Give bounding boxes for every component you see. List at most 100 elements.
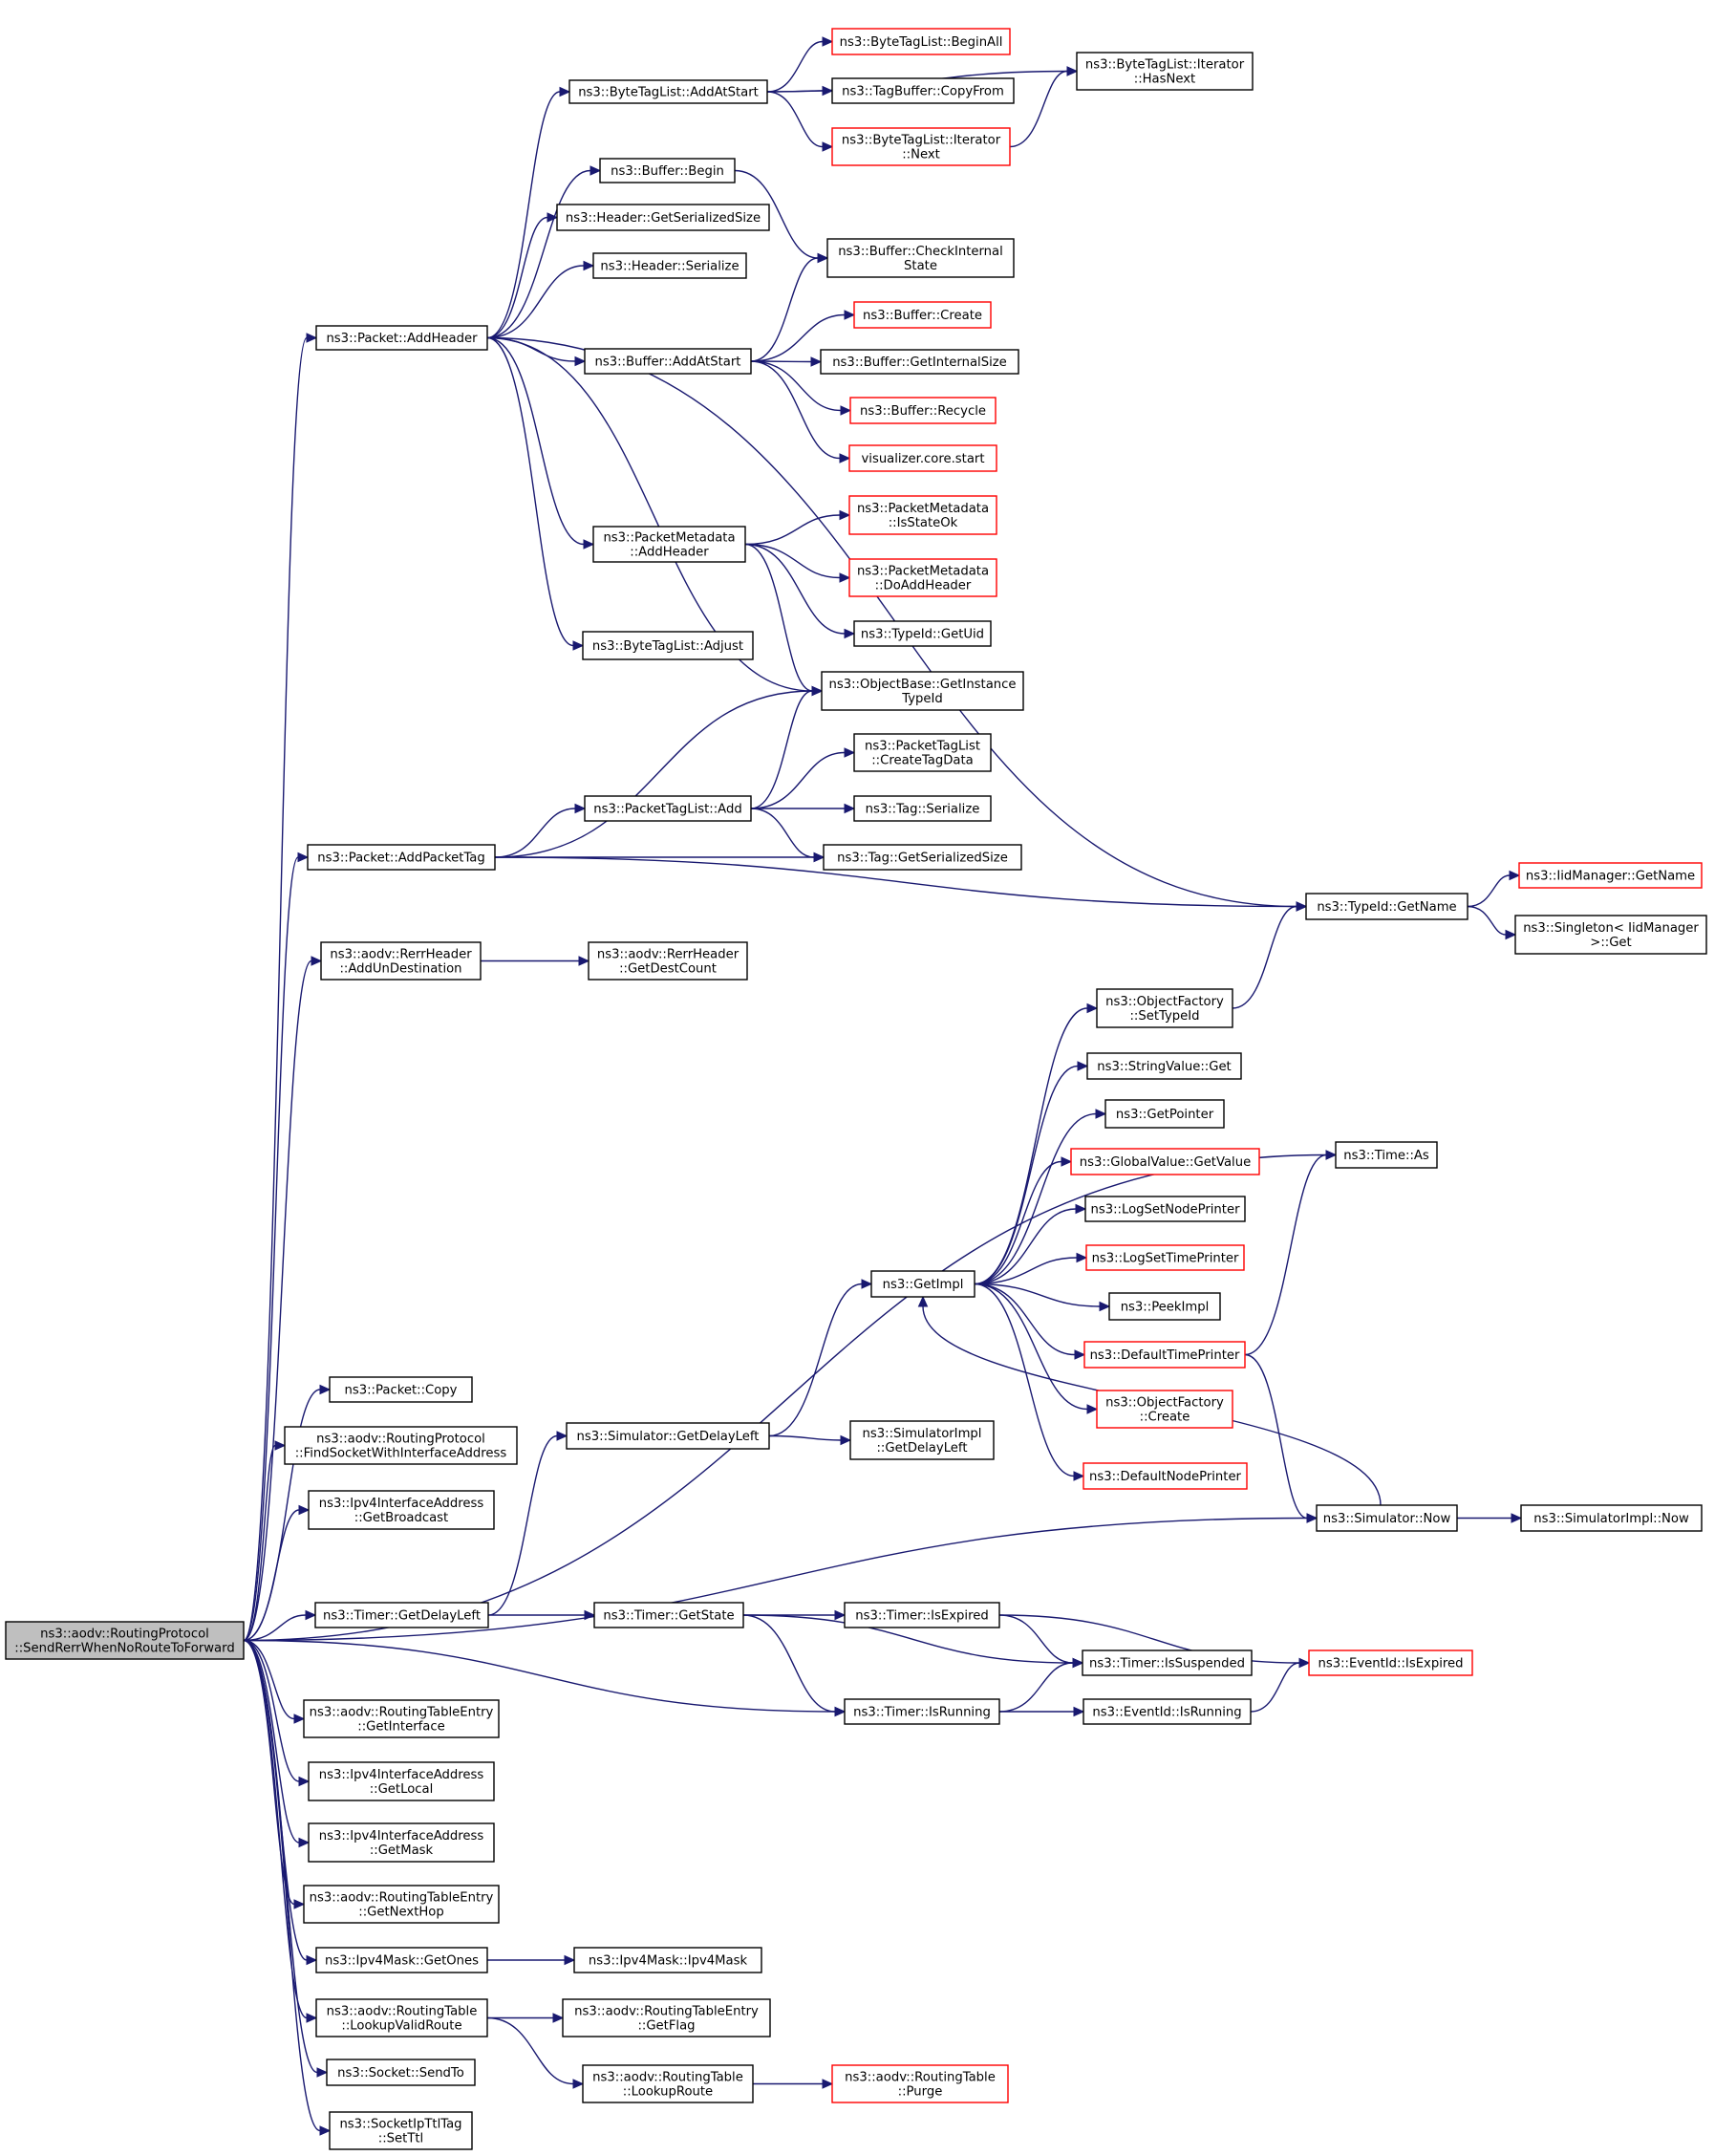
node-logSetNode[interactable]: ns3::LogSetNodePrinter [1084,1196,1246,1222]
node-bufGetInternalSize[interactable]: ns3::Buffer::GetInternalSize [820,349,1019,375]
node-hdrSerialize[interactable]: ns3::Header::Serialize [592,252,747,279]
node-timerIsSuspended[interactable]: ns3::Timer::IsSuspended [1082,1649,1253,1676]
node-singletonGet[interactable]: ns3::Singleton< IidManager>::Get [1514,915,1707,955]
arrowhead-bufAddAtStart-to-bufRecycle [840,405,852,416]
node-box [329,2111,473,2150]
node-logSetTime[interactable]: ns3::LogSetTimePrinter [1085,1244,1245,1271]
node-ofCreate[interactable]: ns3::ObjectFactory::Create [1096,1390,1233,1429]
node-rtPurge[interactable]: ns3::aodv::RoutingTable::Purge [831,2064,1009,2103]
node-label: visualizer.core.start [861,452,984,466]
node-timeAs[interactable]: ns3::Time::As [1335,1141,1438,1169]
node-maskGetOnes[interactable]: ns3::Ipv4Mask::GetOnes [315,1947,488,1973]
node-btlItNext[interactable]: ns3::ByteTagList::Iterator::Next [831,127,1011,166]
node-label: ns3::PacketMetadata [603,531,735,546]
node-ipv4GetLocal[interactable]: ns3::Ipv4InterfaceAddress::GetLocal [308,1761,495,1801]
node-tagGetSize[interactable]: ns3::Tag::GetSerializedSize [823,844,1022,871]
node-bufCreate[interactable]: ns3::Buffer::Create [853,301,992,329]
node-label: ::GetLocal [370,1782,434,1797]
node-eventIsExpired[interactable]: ns3::EventId::IsExpired [1308,1649,1473,1676]
node-bufBegin[interactable]: ns3::Buffer::Begin [599,158,736,183]
node-label: ns3::Ipv4Mask::Ipv4Mask [589,1954,748,1969]
node-ttlSetTtl[interactable]: ns3::SocketIpTtlTag::SetTtl [329,2111,473,2150]
node-tbCopyFrom[interactable]: ns3::TagBuffer::CopyFrom [831,77,1015,104]
arrowhead-getImpl-to-logSetNode [1075,1203,1087,1215]
node-pmAddHeader[interactable]: ns3::PacketMetadata::AddHeader [592,526,746,563]
node-box [584,795,752,822]
node-label: ::LookupRoute [623,2085,713,2100]
node-ptlAdd[interactable]: ns3::PacketTagList::Add [584,795,752,822]
node-root[interactable]: ns3::aodv::RoutingProtocol::SendRerrWhen… [5,1621,245,1660]
node-simImplGetDelayLeft[interactable]: ns3::SimulatorImpl::GetDelayLeft [849,1420,995,1460]
arrowhead-simGetDelayLeft-to-getImpl [861,1279,873,1289]
node-ptlCreateTagData[interactable]: ns3::PacketTagList::CreateTagData [853,733,992,772]
node-simImplNow[interactable]: ns3::SimulatorImpl::Now [1520,1504,1703,1532]
node-layer: ns3::aodv::RoutingProtocol::SendRerrWhen… [5,28,1707,2150]
edge-root-to-findSocket [243,1444,276,1642]
node-timerGetDelayLeft[interactable]: ns3::Timer::GetDelayLeft [314,1602,489,1628]
node-label: ns3::LogSetNodePrinter [1090,1203,1240,1218]
node-socketSendTo[interactable]: ns3::Socket::SendTo [326,2059,476,2086]
node-timerIsExpired[interactable]: ns3::Timer::IsExpired [844,1602,1000,1628]
node-getPointer[interactable]: ns3::GetPointer [1104,1099,1225,1129]
node-box [831,28,1011,55]
node-maskCtor[interactable]: ns3::Ipv4Mask::Ipv4Mask [573,1947,762,1973]
node-defNodePrinter[interactable]: ns3::DefaultNodePrinter [1083,1462,1248,1490]
node-bufAddAtStart[interactable]: ns3::Buffer::AddAtStart [584,348,752,375]
node-bufRecycle[interactable]: ns3::Buffer::Recycle [849,397,997,424]
node-timerIsRunning[interactable]: ns3::Timer::IsRunning [844,1698,1000,1725]
arrowhead-root-to-ipv4GetMask [298,1837,311,1848]
node-peekImpl[interactable]: ns3::PeekImpl [1108,1292,1221,1321]
arrowhead-addHeader-to-hdrGetSize [547,212,559,223]
node-ipv4GetBroadcast[interactable]: ns3::Ipv4InterfaceAddress::GetBroadcast [308,1490,495,1530]
node-addHeader[interactable]: ns3::Packet::AddHeader [315,325,488,351]
node-box [315,325,488,351]
node-timerGetState[interactable]: ns3::Timer::GetState [593,1602,744,1628]
arrowhead-timerGetDelayLeft-to-simGetDelayLeft [556,1431,568,1441]
node-gvGetValue[interactable]: ns3::GlobalValue::GetValue [1070,1148,1260,1175]
node-label: ns3::Socket::SendTo [337,2066,464,2081]
node-rteGetFlag[interactable]: ns3::aodv::RoutingTableEntry::GetFlag [562,1998,771,2037]
node-typeIdGetName[interactable]: ns3::TypeId::GetName [1305,893,1468,920]
node-label: ns3::Tag::Serialize [866,803,980,817]
node-rerrGetDest[interactable]: ns3::aodv::RerrHeader::GetDestCount [588,941,748,981]
node-rteGetInterface[interactable]: ns3::aodv::RoutingTableEntry::GetInterfa… [303,1699,500,1738]
node-rtLookupValid[interactable]: ns3::aodv::RoutingTable::LookupValidRout… [315,1998,488,2037]
node-btlItHasNext[interactable]: ns3::ByteTagList::Iterator::HasNext [1076,52,1254,91]
node-pmDoAddHeader[interactable]: ns3::PacketMetadata::DoAddHeader [848,558,997,597]
node-getImpl[interactable]: ns3::GetImpl [870,1270,975,1298]
node-simGetDelayLeft[interactable]: ns3::Simulator::GetDelayLeft [566,1422,770,1450]
node-tagSerialize[interactable]: ns3::Tag::Serialize [853,795,992,822]
node-packetCopy[interactable]: ns3::Packet::Copy [329,1376,473,1403]
node-ofSetTypeId[interactable]: ns3::ObjectFactory::SetTypeId [1096,988,1233,1028]
node-hdrGetSize[interactable]: ns3::Header::GetSerializedSize [556,204,770,231]
node-rtLookupRoute[interactable]: ns3::aodv::RoutingTable::LookupRoute [582,2064,754,2103]
arrowhead-bufAddAtStart-to-bufGetInternalSize [810,356,823,367]
node-label: ns3::Buffer::CheckInternal [838,245,1003,259]
node-btlAdjust[interactable]: ns3::ByteTagList::Adjust [582,631,754,660]
node-defTimePrinter[interactable]: ns3::DefaultTimePrinter [1083,1341,1246,1369]
node-vizStart[interactable]: visualizer.core.start [848,444,997,472]
node-eventIsRunning[interactable]: ns3::EventId::IsRunning [1083,1698,1252,1725]
node-label: ::Purge [898,2085,943,2100]
node-rerrAddUn[interactable]: ns3::aodv::RerrHeader::AddUnDestination [320,941,482,981]
node-typeIdGetUid[interactable]: ns3::TypeId::GetUid [853,620,992,647]
node-label: ns3::Time::As [1343,1149,1429,1163]
arrowhead-root-to-rerrAddUn [311,956,323,966]
node-ipv4GetMask[interactable]: ns3::Ipv4InterfaceAddress::GetMask [308,1822,495,1863]
node-label: ns3::Timer::GetDelayLeft [323,1609,481,1624]
node-btlBeginAll[interactable]: ns3::ByteTagList::BeginAll [831,28,1011,55]
node-iidGetName[interactable]: ns3::IidManager::GetName [1518,862,1703,889]
edge-bufAddAtStart-to-vizStart [750,360,841,460]
node-svGet[interactable]: ns3::StringValue::Get [1086,1052,1242,1080]
node-findSocket[interactable]: ns3::aodv::RoutingProtocol::FindSocketWi… [284,1426,518,1465]
node-addPacketTag[interactable]: ns3::Packet::AddPacketTag [307,844,496,871]
edge-btlAddAtStart-to-btlBeginAll [766,40,824,93]
node-simNow[interactable]: ns3::Simulator::Now [1316,1504,1458,1532]
node-box [1316,1504,1458,1532]
node-btlAddAtStart[interactable]: ns3::ByteTagList::AddAtStart [568,79,768,104]
node-pmIsStateOk[interactable]: ns3::PacketMetadata::IsStateOk [848,495,997,535]
edge-bufAddAtStart-to-bufCreate [750,313,846,362]
node-rteGetNextHop[interactable]: ns3::aodv::RoutingTableEntry::GetNextHop [303,1885,500,1924]
